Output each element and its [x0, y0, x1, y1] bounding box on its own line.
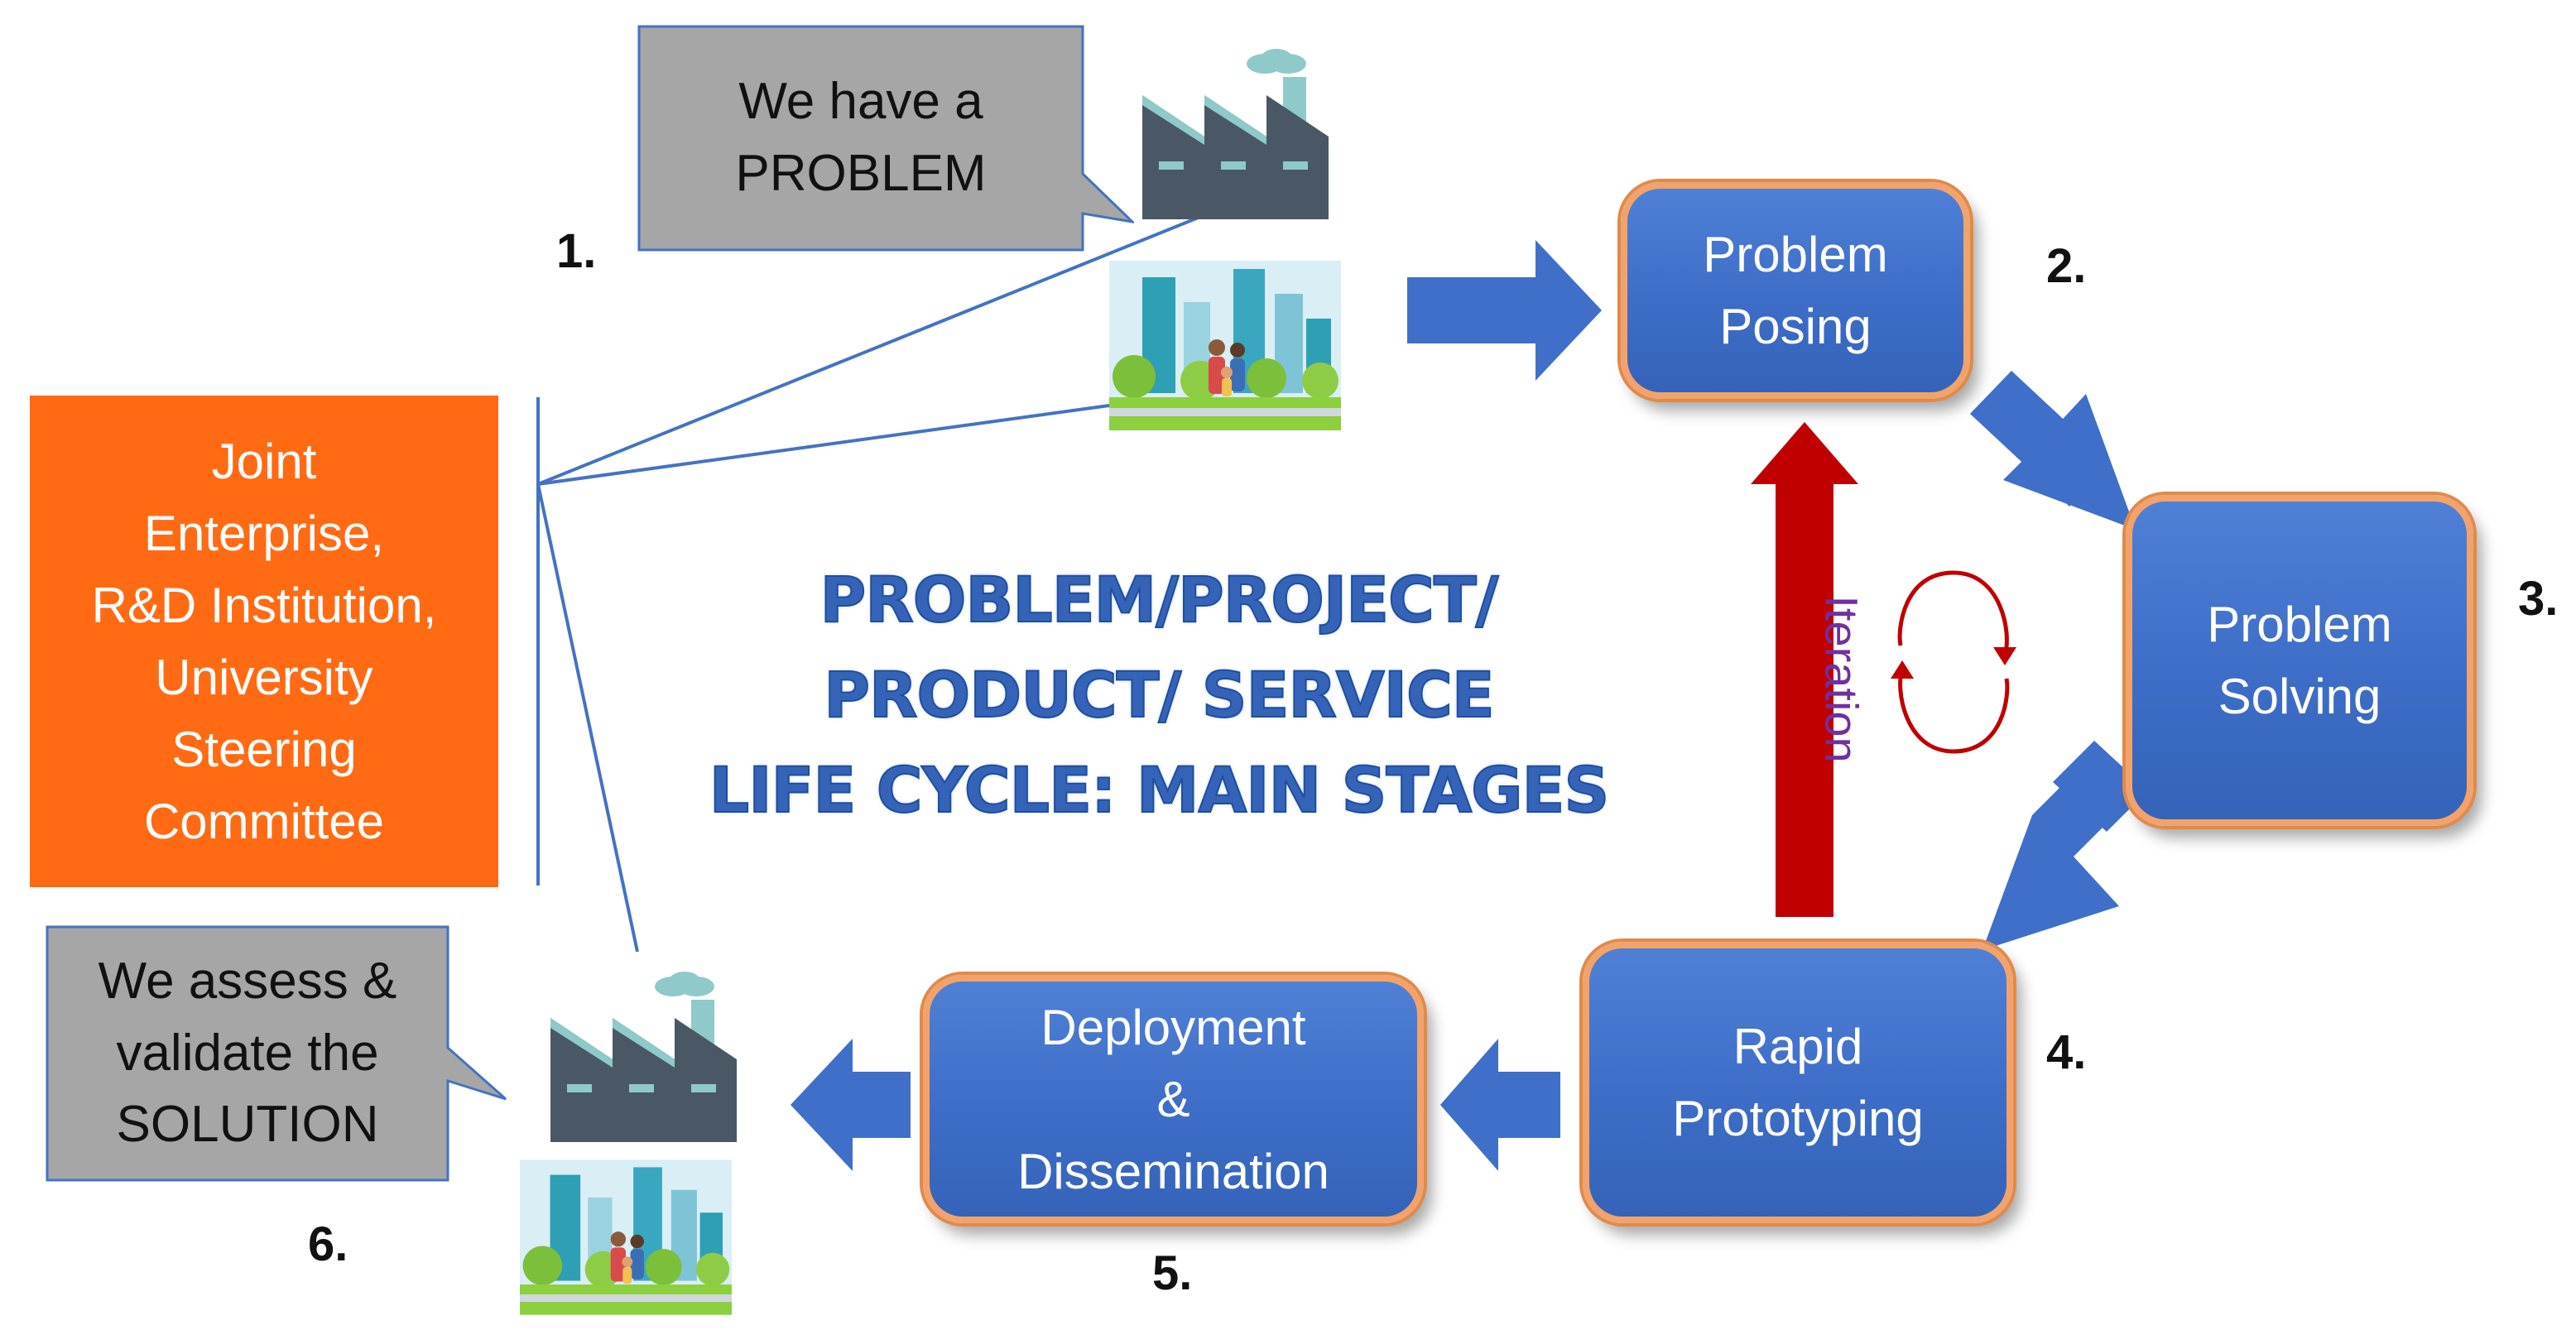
iteration-text: Iteration	[1815, 594, 1868, 763]
cycle-icon	[1891, 570, 2016, 754]
connector-to-top-city	[537, 404, 1110, 486]
problem-callout-text: We have a PROBLEM	[735, 73, 987, 202]
step-number-2: 2.	[2046, 239, 2087, 293]
iteration-label: Iteration	[1800, 571, 1883, 786]
arrow-to-rapid-prototyping-shaft	[2053, 741, 2148, 832]
problem-callout-shape	[637, 25, 1134, 252]
step-number-5: 5.	[1152, 1246, 1193, 1300]
diagram-title-line-2: PRODUCT/ SERVICE	[823, 657, 1495, 732]
diagram-title-line-1: PROBLEM/PROJECT/	[819, 562, 1500, 637]
connector-to-bottom-factory	[536, 483, 639, 953]
factory-icon	[550, 972, 737, 1142]
stage-rapid-prototyping: Rapid Prototyping	[1583, 942, 2013, 1223]
solution-callout-text: We assess & validate the SOLUTION	[98, 952, 397, 1154]
stage-problem-posing: Problem Posing	[1621, 182, 1970, 399]
stage-problem-solving: Problem Solving	[2126, 495, 2473, 826]
city-family-icon	[1109, 261, 1341, 430]
step-number-1: 1.	[556, 224, 597, 278]
arrow-to-problem-posing	[1407, 240, 1602, 381]
connector-to-top-factory	[537, 215, 1201, 486]
arrow-to-problem-solving-shaft	[1970, 371, 2111, 506]
factory-icon	[1142, 49, 1329, 219]
steering-committee-box: Joint Enterprise, R&D Institution, Unive…	[30, 396, 498, 887]
solution-callout-shape	[46, 925, 507, 1182]
arrow-to-assessment	[791, 1039, 911, 1171]
city-family-icon	[520, 1159, 732, 1315]
iteration-arrow	[1751, 422, 1858, 917]
arrow-to-deployment	[1440, 1039, 1560, 1171]
diagram-title-line-3: LIFE CYCLE: MAIN STAGES	[709, 752, 1610, 828]
step-number-6: 6.	[308, 1217, 348, 1271]
stage-deployment-dissemination: Deployment & Dissemination	[923, 975, 1424, 1223]
step-number-4: 4.	[2046, 1025, 2087, 1079]
step-number-3: 3.	[2518, 572, 2559, 626]
